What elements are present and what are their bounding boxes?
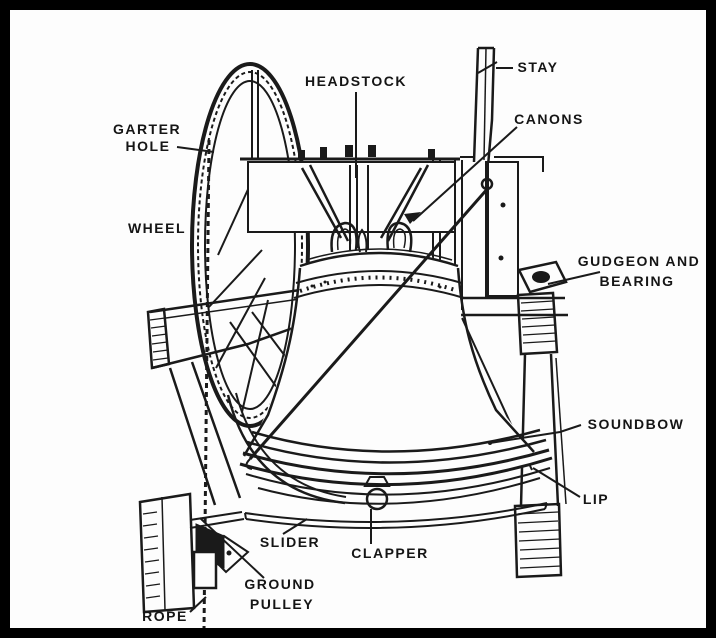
leader-lines <box>176 61 601 613</box>
ground-pulley-drawing <box>192 523 250 590</box>
bell-drawing <box>239 248 553 505</box>
headstock-drawing <box>247 145 456 250</box>
label-ground-pulley-line2: PULLEY <box>250 596 314 612</box>
clapper-drawing <box>363 476 391 511</box>
label-garter-hole-line1: GARTER <box>113 121 181 137</box>
canons-arrowhead <box>404 212 421 224</box>
label-lip: LIP <box>583 491 609 507</box>
diagonal-rod-drawing <box>245 177 494 470</box>
label-stay: STAY <box>517 59 558 75</box>
label-slider: SLIDER <box>260 534 320 550</box>
label-canons: CANONS <box>514 111 584 127</box>
labels: GARTER HOLE HEADSTOCK STAY CANONS WHEEL … <box>113 59 701 624</box>
label-soundbow: SOUNDBOW <box>588 416 685 432</box>
wheel-drawing <box>190 62 310 428</box>
canons-drawing <box>330 221 413 253</box>
slider-drawing <box>244 502 548 529</box>
label-clapper: CLAPPER <box>351 545 428 561</box>
label-gudgeon-line1: GUDGEON AND <box>578 253 701 269</box>
label-garter-hole-line2: HOLE <box>126 138 171 154</box>
label-wheel: WHEEL <box>128 220 186 236</box>
label-ground-pulley-line1: GROUND <box>244 576 315 592</box>
label-rope: ROPE <box>142 608 188 624</box>
label-gudgeon-line2: BEARING <box>599 273 674 289</box>
label-headstock: HEADSTOCK <box>305 73 407 89</box>
